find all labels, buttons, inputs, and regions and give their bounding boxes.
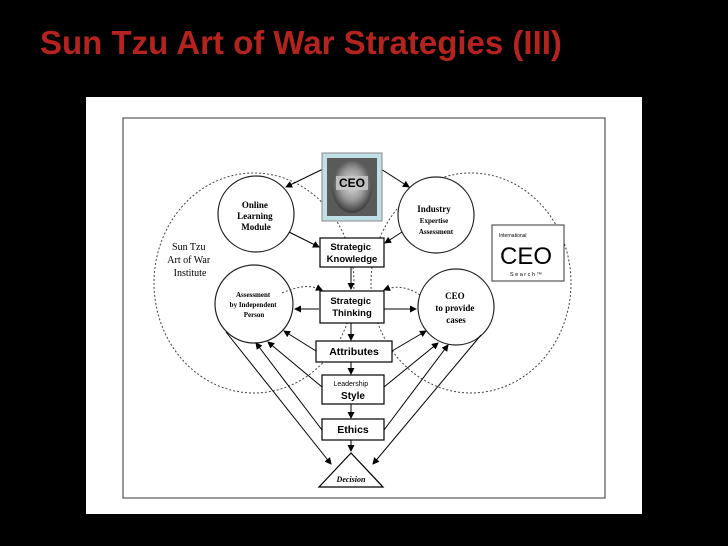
arrow-attributes-to-assessment [283, 330, 317, 352]
online-learning-label: Online Learning Module [237, 200, 275, 232]
strategic-thinking-label: Strategic Thinking [330, 296, 373, 319]
arrow-online-to-knowledge [288, 231, 320, 248]
ethics-box [321, 418, 385, 441]
strategic-knowledge-label: Strategic Knowledge [327, 242, 378, 265]
attributes-box [315, 340, 393, 363]
dotted-connector-left [281, 284, 323, 294]
ceo-photo-label-bg [336, 176, 368, 190]
arrow-leadership-to-assessment [267, 341, 323, 388]
ceo-search-logo-sub: S e a r c h ™ [510, 272, 542, 278]
strategic-knowledge-box [319, 237, 385, 268]
ceo-cases-circle [417, 268, 495, 346]
diagram-frame [122, 117, 606, 499]
ceo-photo-label: CEO [339, 176, 365, 190]
arrow-leadership-to-ceo-cases [383, 342, 439, 388]
assessment-label: Assessment by Independent Person [230, 291, 279, 319]
dotted-connector-right [383, 284, 421, 296]
ceo-search-logo-big: CEO [500, 243, 552, 270]
ceo-search-logo [491, 224, 565, 282]
arrow-ceo-to-industry [380, 168, 410, 188]
arrow-assessment-to-decision [225, 331, 332, 465]
arrow-ceo-cases-to-decision [372, 334, 482, 465]
ceo-search-logo-small: International [499, 233, 527, 239]
assessment-circle [214, 264, 294, 344]
decision-triangle [317, 452, 385, 488]
arrow-ceo-to-online [285, 168, 324, 188]
right-group-circle [370, 172, 572, 394]
ethics-label: Ethics [337, 424, 369, 436]
decision-label: Decision [336, 475, 366, 484]
attributes-label: Attributes [329, 346, 379, 358]
arrow-industry-to-knowledge [384, 231, 403, 244]
leadership-style-label: Leadership Style [333, 373, 372, 402]
left-group-label: Sun Tzu Art of War Institute [167, 242, 212, 279]
strategic-thinking-box [319, 290, 385, 324]
leadership-style-box [321, 374, 385, 405]
arrow-attributes-to-ceo-cases [391, 330, 427, 352]
strategy-diagram: CEO International CEO S e a r c h ™ Sun … [122, 117, 606, 499]
online-learning-circle [217, 175, 295, 253]
arrow-ethics-to-assessment [255, 342, 323, 431]
ceo-cases-label: CEO to provide cases [435, 291, 476, 325]
industry-label: Industry Expertise Assessment [417, 199, 455, 236]
industry-circle [397, 176, 475, 254]
arrow-ethics-to-ceo-cases [383, 344, 449, 431]
slide-title: Sun Tzu Art of War Strategies (III) [40, 24, 562, 61]
diagram-panel: CEO International CEO S e a r c h ™ Sun … [86, 97, 642, 514]
